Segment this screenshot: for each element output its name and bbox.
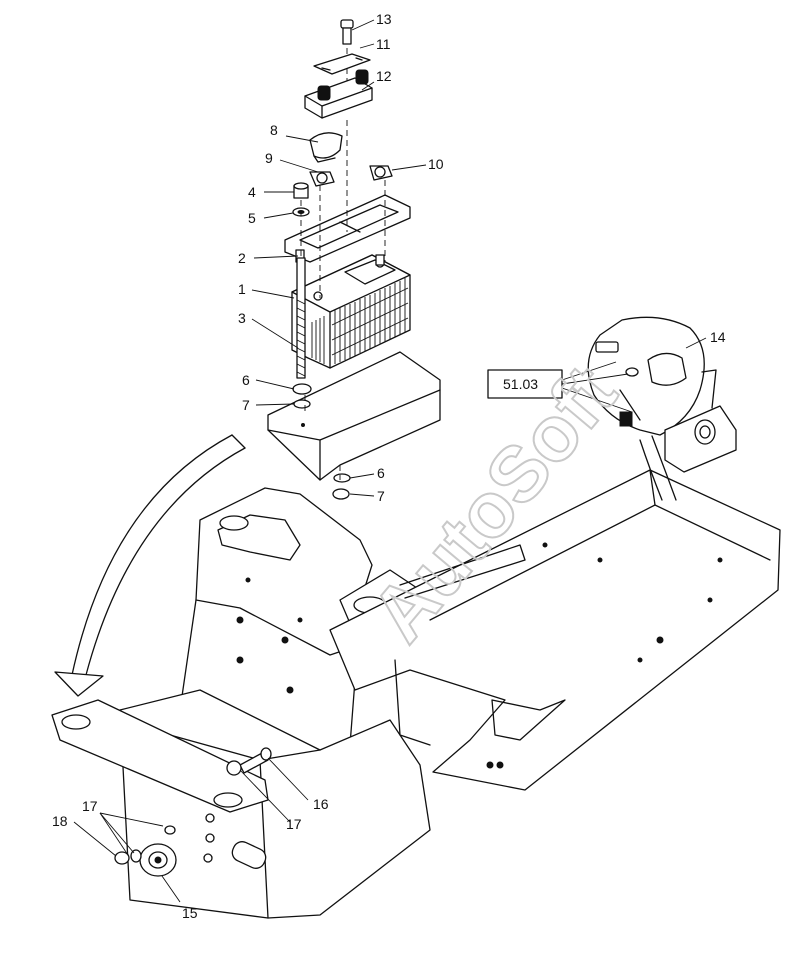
- callout-6-lower[interactable]: 6: [377, 465, 385, 481]
- reference-box[interactable]: 51.03: [487, 361, 633, 413]
- callout-15[interactable]: 15: [182, 905, 198, 921]
- callout-7-upper[interactable]: 7: [242, 397, 250, 413]
- horn-assembly: [114, 825, 177, 877]
- callout-7-lower[interactable]: 7: [377, 488, 385, 504]
- retaining-plate: [313, 53, 371, 75]
- callout-2[interactable]: 2: [238, 250, 246, 266]
- callout-1[interactable]: 1: [238, 281, 246, 297]
- callout-9[interactable]: 9: [265, 150, 273, 166]
- mounting-bolt: [226, 747, 272, 776]
- callout-labels: 13 11 12 8 9 10 4 5 2 1 3 6 7 6 7 14 16 …: [52, 11, 726, 921]
- callout-16[interactable]: 16: [313, 796, 329, 812]
- callout-4[interactable]: 4: [248, 184, 256, 200]
- terminal-bracket: [304, 69, 373, 119]
- reference-box-label: 51.03: [503, 376, 538, 392]
- callout-10[interactable]: 10: [428, 156, 444, 172]
- callout-12[interactable]: 12: [376, 68, 392, 84]
- isolator-bracket: [664, 369, 737, 473]
- chassis-frame: [51, 469, 781, 919]
- screw: [340, 19, 354, 45]
- callout-6-upper[interactable]: 6: [242, 372, 250, 388]
- detail-inset-isolator: [587, 316, 705, 436]
- j-bolt: [296, 257, 306, 379]
- callout-leaders: [73, 19, 707, 903]
- callout-14[interactable]: 14: [710, 329, 726, 345]
- callout-17-left[interactable]: 17: [82, 798, 98, 814]
- callout-5[interactable]: 5: [248, 210, 256, 226]
- hold-down-frame: [284, 194, 411, 266]
- terminal-cover: [309, 132, 343, 163]
- callout-18[interactable]: 18: [52, 813, 68, 829]
- battery-cover: [267, 351, 441, 481]
- assembly-direction-arrow: [54, 434, 246, 697]
- callout-11[interactable]: 11: [376, 36, 391, 52]
- callout-8[interactable]: 8: [270, 122, 278, 138]
- terminal-clamps: [309, 165, 393, 187]
- callout-13[interactable]: 13: [376, 11, 392, 27]
- callout-17-right[interactable]: 17: [286, 816, 302, 832]
- callout-3[interactable]: 3: [238, 310, 246, 326]
- detail-pointer-arrow: [639, 435, 677, 501]
- battery: [291, 254, 411, 369]
